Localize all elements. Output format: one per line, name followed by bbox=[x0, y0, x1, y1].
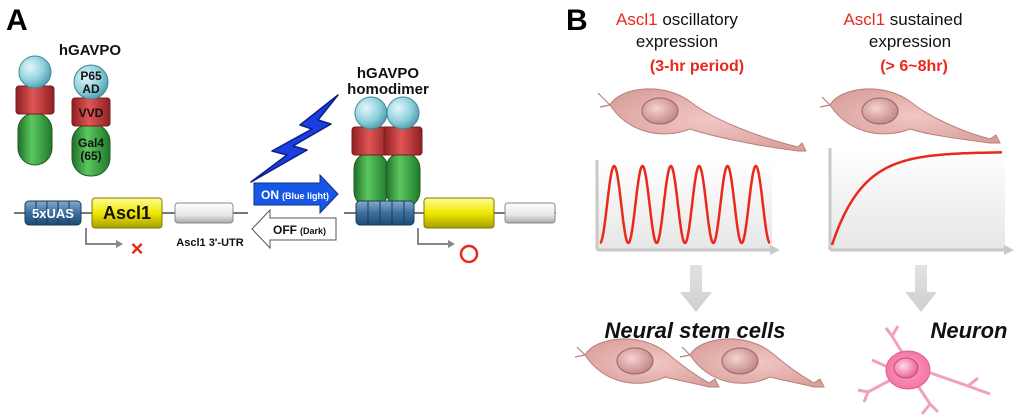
left-title-rest: oscillatory bbox=[658, 10, 739, 29]
right-title-rest: sustained bbox=[885, 10, 963, 29]
oscillation-curve bbox=[599, 164, 771, 245]
off-arrow: OFF(Dark) bbox=[251, 208, 337, 250]
hgavpo-label: hGAVPO bbox=[59, 42, 122, 59]
svg-text:Ascl1 sustained: Ascl1 sustained bbox=[843, 10, 962, 29]
sustained-chart-bg bbox=[830, 148, 1005, 250]
ascl1-gene-label: Ascl1 bbox=[103, 203, 151, 223]
left-title-line2: expression bbox=[636, 32, 718, 51]
sustained-curve bbox=[830, 151, 1002, 246]
panel-a-letter: A bbox=[6, 4, 28, 37]
outcome-neuron: Neuron bbox=[931, 318, 1008, 343]
uas-block-bound bbox=[355, 200, 415, 226]
panel-b-letter: B bbox=[566, 4, 588, 37]
on-state-mark bbox=[459, 244, 479, 264]
monomer-schematic bbox=[15, 55, 55, 166]
gal4-label-2: (65) bbox=[80, 149, 101, 163]
right-title-line2: expression bbox=[869, 32, 951, 51]
vvd-label: VVD bbox=[79, 106, 104, 120]
hgavpo-monomer: P65 AD VVD Gal4 (65) bbox=[71, 64, 111, 177]
left-period: (3-hr period) bbox=[650, 58, 744, 75]
stem-cell-top-right bbox=[819, 88, 1001, 144]
construct-off: 5xUAS Ascl1 Ascl1 3'-UTR × bbox=[14, 197, 248, 261]
p65-domain bbox=[73, 64, 109, 100]
utr-box-on bbox=[504, 202, 556, 224]
neuron-cell bbox=[857, 325, 991, 415]
oscillation-chart bbox=[595, 160, 780, 255]
oscillation-chart-bg bbox=[597, 160, 772, 250]
uas-label: 5xUAS bbox=[32, 206, 74, 221]
stem-cell-bottom-1 bbox=[574, 338, 720, 388]
down-arrow-right bbox=[905, 265, 937, 312]
off-label: OFF bbox=[273, 223, 297, 237]
gal4-label-1: Gal4 bbox=[78, 136, 104, 150]
on-sublabel: (Blue light) bbox=[282, 191, 329, 201]
on-arrow: ON(Blue light) bbox=[253, 173, 339, 215]
off-sublabel: (Dark) bbox=[300, 226, 326, 236]
utr-box bbox=[174, 202, 234, 224]
ascl1-gene-box bbox=[91, 197, 163, 229]
stem-cell-top-left bbox=[597, 88, 807, 152]
left-title-gene: Ascl1 bbox=[616, 10, 658, 29]
p65-label-2: AD bbox=[82, 82, 100, 96]
construct-on bbox=[344, 197, 556, 264]
outcome-neural-stem-cells: Neural stem cells bbox=[605, 318, 786, 343]
down-arrow-left bbox=[680, 265, 712, 312]
on-label: ON bbox=[261, 188, 279, 202]
svg-text:ON(Blue light): ON(Blue light) bbox=[261, 188, 329, 202]
sustained-chart bbox=[828, 148, 1014, 255]
utr-label: Ascl1 3'-UTR bbox=[176, 237, 243, 249]
svg-text:Ascl1 oscillatory: Ascl1 oscillatory bbox=[616, 10, 738, 29]
promoter-arrow-off bbox=[85, 228, 116, 245]
hgavpo-homodimer bbox=[351, 96, 423, 209]
right-title-gene: Ascl1 bbox=[843, 10, 885, 29]
lightning-bolt-icon bbox=[250, 94, 339, 183]
right-period: (> 6~8hr) bbox=[880, 58, 948, 75]
off-state-mark: × bbox=[131, 236, 144, 261]
dimer-label-2: homodimer bbox=[347, 81, 429, 98]
promoter-arrow-on bbox=[417, 228, 448, 245]
uas-block bbox=[24, 200, 82, 226]
svg-text:OFF(Dark): OFF(Dark) bbox=[273, 223, 326, 237]
ascl1-gene-box-on bbox=[423, 197, 495, 229]
p65-label-1: P65 bbox=[80, 69, 102, 83]
dimer-label-1: hGAVPO bbox=[357, 65, 420, 82]
stem-cell-bottom-2 bbox=[679, 338, 825, 388]
